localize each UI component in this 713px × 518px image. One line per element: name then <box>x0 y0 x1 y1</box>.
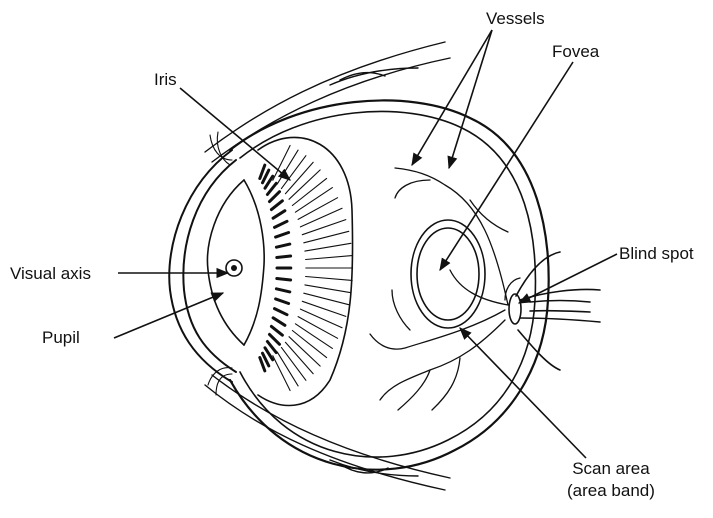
ciliary-radial-line <box>300 309 342 328</box>
iris-pigment-stroke <box>276 289 289 292</box>
iris-leader <box>180 88 290 180</box>
ciliary-radial-line <box>306 256 353 260</box>
iris-pigment-stroke <box>271 326 282 335</box>
iris-pigment-stroke <box>276 233 289 238</box>
iris-pigment-stroke <box>273 318 285 326</box>
ciliary-radial-line <box>302 220 346 235</box>
label-scan-area: Scan area (area band) <box>567 458 655 502</box>
label-blind-spot: Blind spot <box>619 244 694 264</box>
iris-pigment-stroke <box>276 299 289 304</box>
ciliary-radial-line <box>306 277 353 281</box>
fovea-leader <box>440 62 573 270</box>
ciliary-radial-line <box>298 317 338 339</box>
vessels-leader-1 <box>412 30 492 165</box>
blind-spot-leader <box>519 254 617 303</box>
iris-pigment-stroke <box>270 334 280 344</box>
ciliary-radial-line <box>277 352 298 386</box>
lower-eyelid-lines <box>205 375 450 490</box>
label-fovea: Fovea <box>552 42 599 62</box>
iris-pigment-stroke <box>270 192 280 202</box>
label-pupil: Pupil <box>42 328 80 348</box>
iris-pigment-stroke <box>273 211 285 219</box>
ciliary-radial-line <box>295 324 332 349</box>
leader-lines <box>114 30 617 458</box>
retinal-vessels <box>370 168 520 410</box>
ciliary-radial-line <box>273 146 290 181</box>
iris-pigment-stroke <box>275 221 288 227</box>
pupil <box>226 260 242 276</box>
ciliary-radial-line <box>300 208 342 227</box>
iris-pigment-stroke <box>271 201 282 210</box>
ciliary-radial-line <box>304 293 349 305</box>
ciliary-radial-line <box>295 188 332 213</box>
pupil-leader <box>114 293 223 338</box>
iris-pigment-stroke <box>276 244 289 247</box>
ciliary-radial-line <box>305 285 351 293</box>
label-scan-area-line-2: (area band) <box>567 480 655 502</box>
label-iris: Iris <box>154 70 177 90</box>
scan-area-leader <box>460 328 586 458</box>
ciliary-radial-line <box>305 243 351 251</box>
iris-pigment-stroke <box>277 279 291 281</box>
label-vessels: Vessels <box>486 9 545 29</box>
label-scan-area-line-1: Scan area <box>567 458 655 480</box>
lid-texture <box>208 132 232 395</box>
vessels-leader-2 <box>449 30 492 168</box>
ciliary-radial-line <box>302 301 346 316</box>
sclera <box>230 100 549 469</box>
ciliary-radial-line <box>298 198 338 220</box>
ciliary-radial-line <box>273 356 290 391</box>
label-visual-axis: Visual axis <box>10 264 91 284</box>
iris-pigment-stroke <box>277 256 291 258</box>
ciliary-radial-line <box>304 231 349 243</box>
iris-pigment-stroke <box>275 309 288 315</box>
fovea-region <box>411 220 485 328</box>
lens <box>207 180 264 345</box>
